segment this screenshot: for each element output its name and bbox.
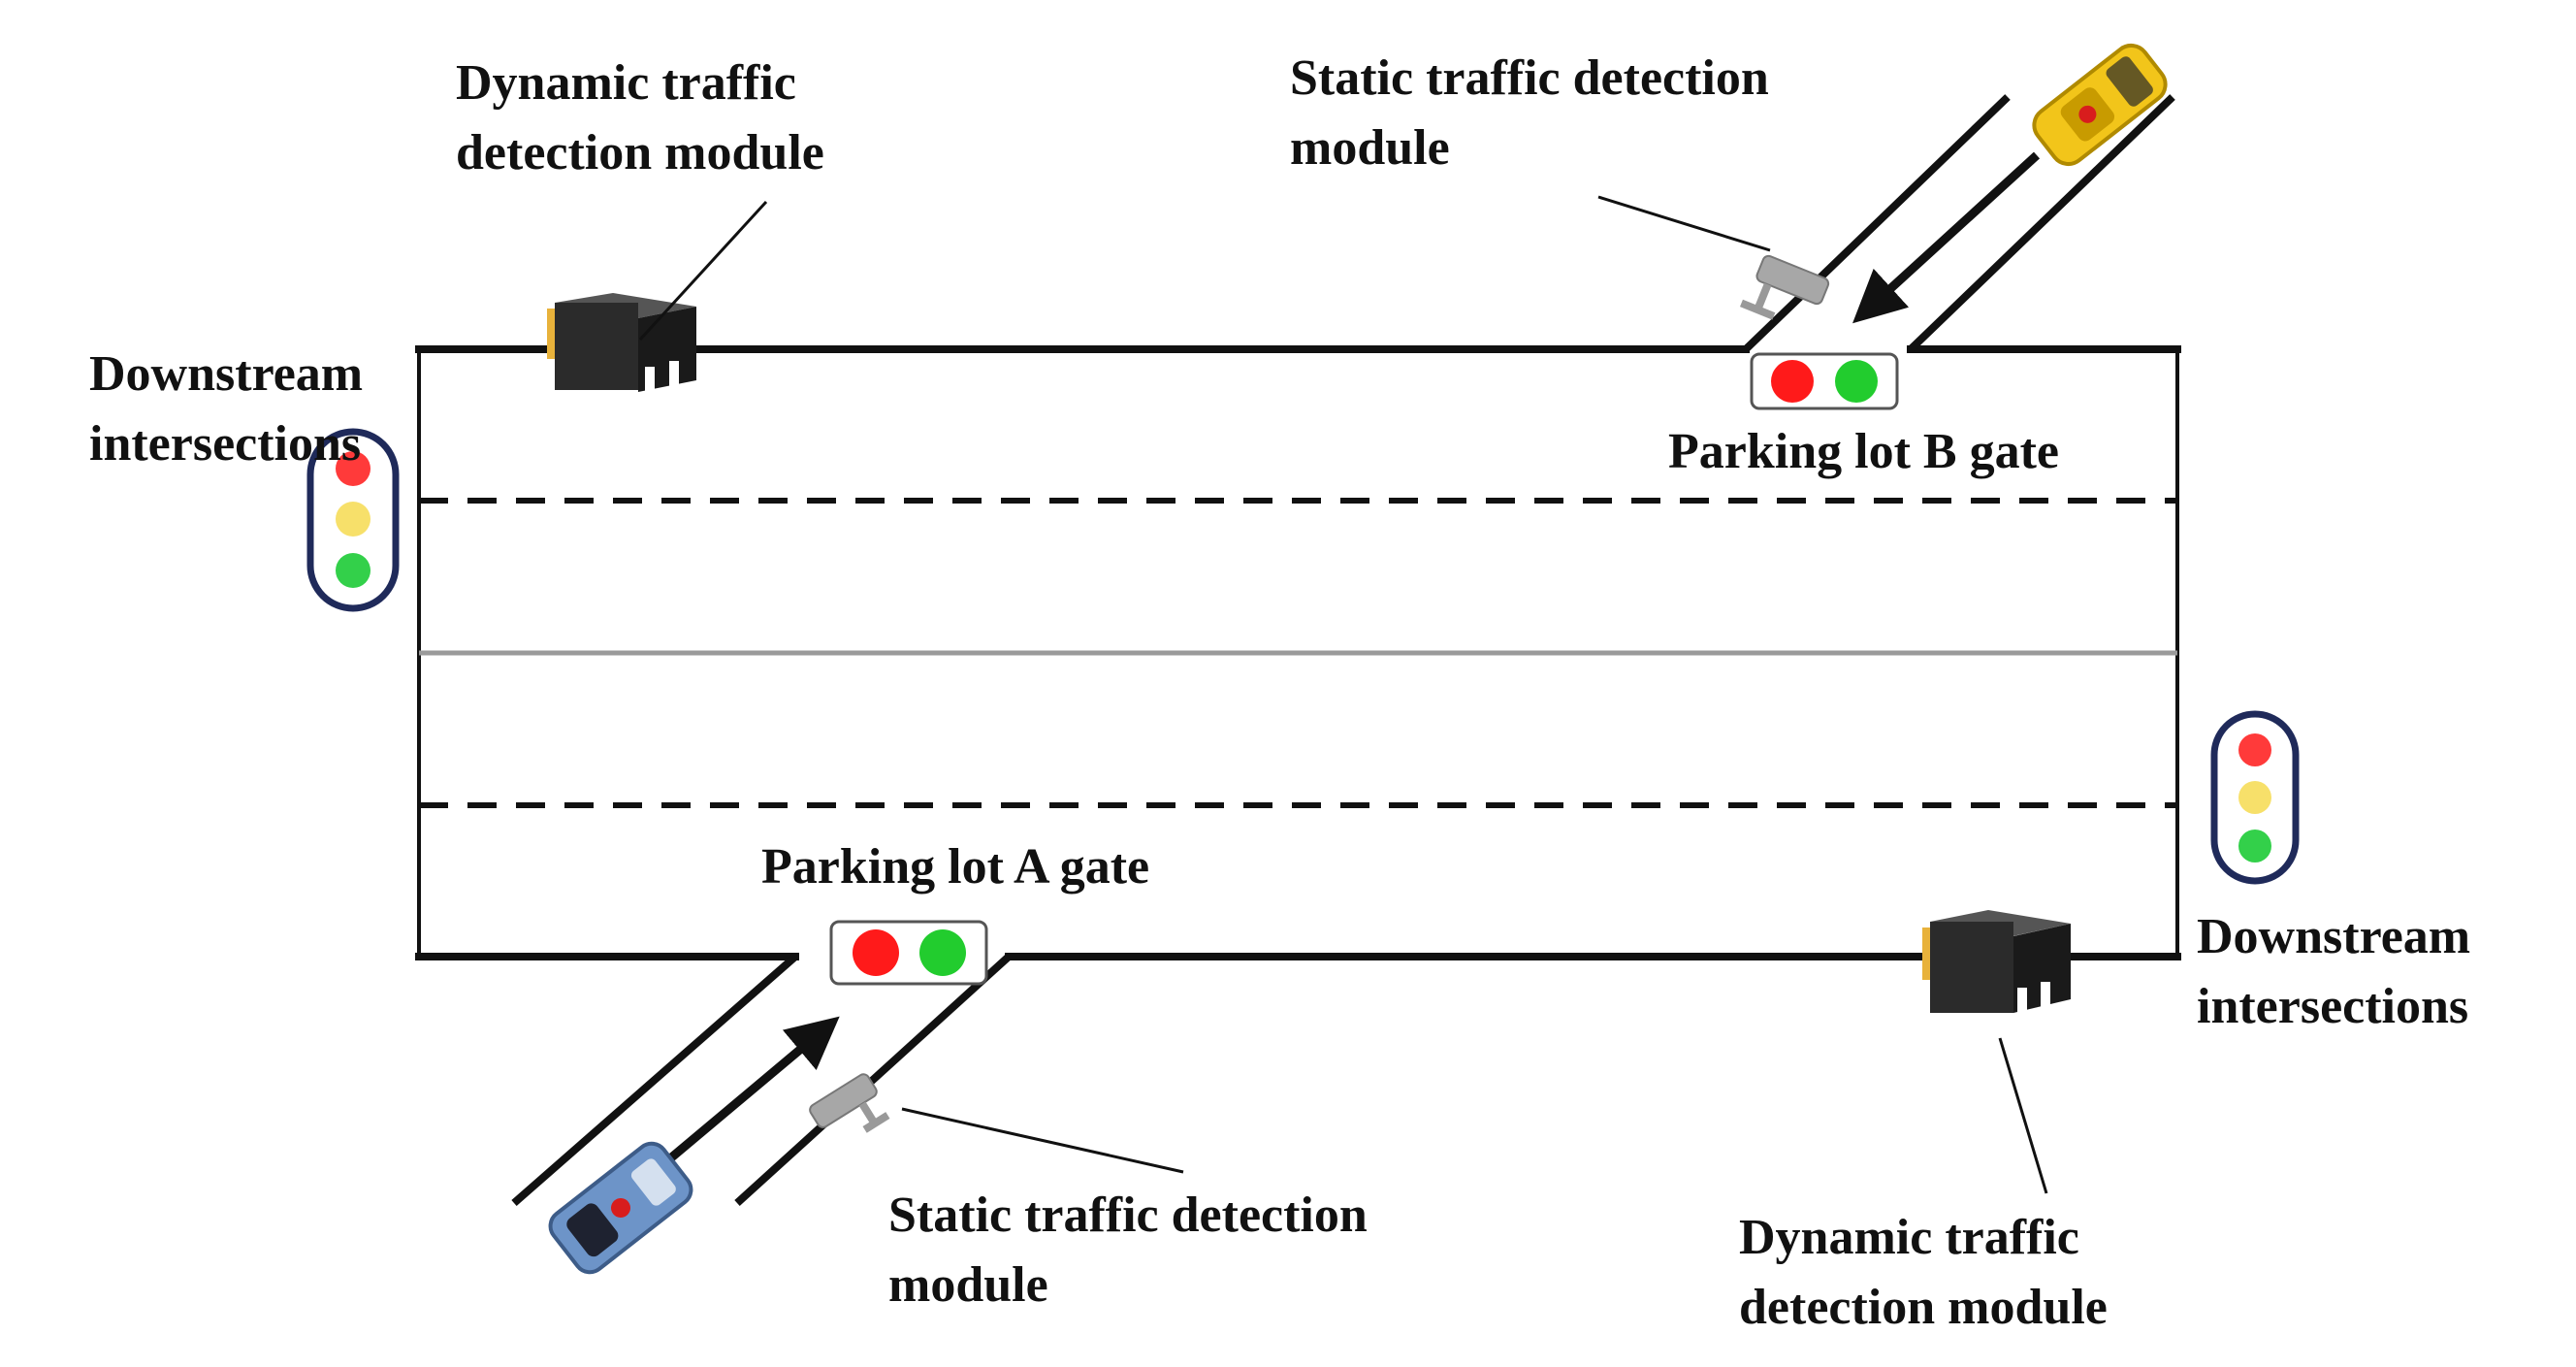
downstream-label-left: Downstream intersections [89, 340, 363, 479]
detector-box-icon [547, 293, 696, 392]
parking-lot-b-label: Parking lot B gate [1668, 417, 2059, 487]
parking-lot-a-label: Parking lot A gate [761, 832, 1149, 902]
detector-box-icon [1922, 910, 2071, 1013]
traffic-light-icon [2210, 710, 2300, 885]
label-line: Dynamic traffic [456, 55, 796, 111]
label-line: Static traffic detection [1290, 50, 1769, 106]
parking-b-access-road [1743, 94, 2175, 352]
label-line: detection module [456, 125, 824, 180]
car-icon [548, 1141, 693, 1275]
flow-arrow-b [1852, 151, 2041, 324]
label-line: Dynamic traffic [1739, 1210, 2079, 1265]
camera-icon [809, 1073, 890, 1133]
dynamic-detector-label-top: Dynamic traffic detection module [456, 49, 824, 188]
label-line: module [888, 1257, 1048, 1313]
label-line: intersections [2197, 979, 2469, 1034]
label-line: Downstream [89, 346, 364, 402]
car-icon [2032, 43, 2168, 167]
dynamic-detector-label-bottom: Dynamic traffic detection module [1739, 1203, 2108, 1343]
leader-line [901, 1107, 1184, 1174]
traffic-light-icon [829, 920, 988, 986]
leader-line [638, 200, 768, 342]
traffic-light-icon [306, 428, 400, 612]
camera-icon [1739, 254, 1830, 320]
label-line: Static traffic detection [888, 1188, 1368, 1243]
label-line: Parking lot B gate [1668, 424, 2059, 479]
flow-arrow-a [666, 1016, 840, 1163]
label-line: Parking lot A gate [761, 839, 1150, 895]
label-line: intersections [89, 416, 362, 472]
label-line: detection module [1739, 1280, 2108, 1335]
label-line: module [1290, 120, 1450, 176]
downstream-label-right: Downstream intersections [2197, 902, 2470, 1042]
traffic-light-icon [1750, 352, 1899, 410]
leader-line [1597, 195, 1771, 252]
leader-line [1998, 1037, 2048, 1194]
static-detector-label-bottom: Static traffic detection module [888, 1181, 1368, 1320]
static-detector-label-top: Static traffic detection module [1290, 44, 1769, 183]
label-line: Downstream [2197, 909, 2471, 964]
parking-a-access-road [511, 953, 1012, 1207]
